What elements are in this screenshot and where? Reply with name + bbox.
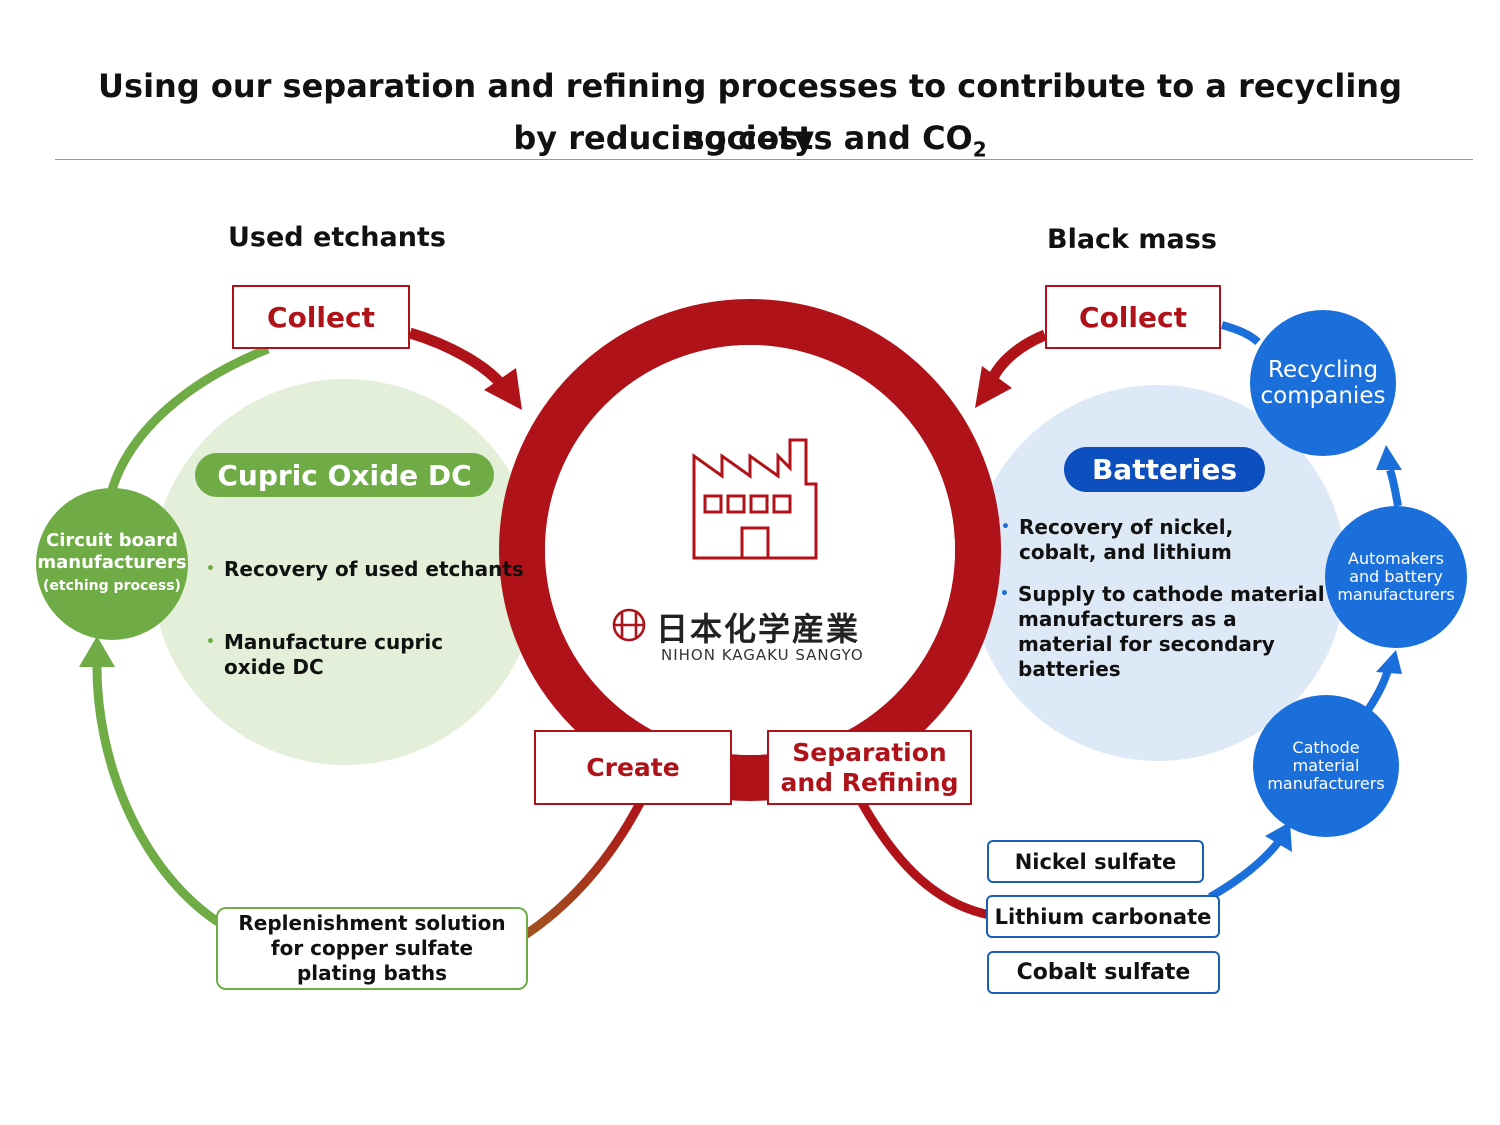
right-bullet-1-line-2: cobalt, and lithium: [1019, 540, 1232, 564]
page-title-line-1: Using our separation and refining proces…: [98, 67, 1402, 157]
left-bullet-2-line-2: oxide DC: [224, 655, 324, 679]
cathode-node-line-1: Cathode: [1292, 738, 1360, 757]
replenishment-line-1: Replenishment solution: [238, 911, 506, 935]
right-bullet-2-line-1: Supply to cathode material: [1018, 582, 1325, 606]
cathode-material-node: Cathode material manufacturers: [1253, 695, 1399, 837]
cobalt-sulfate-box: Cobalt sulfate: [987, 951, 1220, 994]
page-title-line-2: by reducing costs and CO2: [40, 112, 1460, 175]
automakers-node-line-3: manufacturers: [1337, 585, 1455, 604]
factory-icon: [692, 438, 818, 560]
blue-arrowhead-1: [1265, 822, 1292, 852]
company-logo-en: NIHON KAGAKU SANGYO: [661, 646, 864, 664]
blue-arrow-recycling-to-collect: [1220, 321, 1261, 346]
right-collect-arrowhead: [975, 366, 1012, 408]
green-arrowhead-up: [79, 636, 115, 667]
cathode-node-line-2: material: [1292, 756, 1360, 775]
nks-logo-mark: [612, 608, 646, 642]
company-logo-jp: 日本化学産業: [656, 610, 861, 648]
right-collect-arrow-path: [986, 329, 1048, 383]
heading-black-mass: Black mass: [1047, 224, 1217, 255]
center-red-ring: [499, 299, 1001, 801]
separation-refining-box: Separation and Refining: [767, 730, 972, 805]
separation-line-2: and Refining: [780, 767, 959, 797]
right-bullet-2-line-2: manufacturers as a: [1018, 607, 1237, 631]
green-loop-bottom-arrow-path: [92, 659, 221, 926]
title-divider: [55, 159, 1473, 160]
blue-arrow-automakers-to-recycling: [1386, 468, 1402, 507]
blue-arrow-outputs-to-cathode: [1208, 837, 1284, 901]
create-arrow-path: [522, 800, 644, 939]
right-bullet-2: • Supply to cathode material manufacture…: [1000, 582, 1325, 682]
right-bullet-2-line-3: material for secondary: [1018, 632, 1275, 656]
circuit-node-line-1: Circuit board: [46, 530, 178, 551]
recycling-node-line-1: Recycling: [1268, 357, 1378, 383]
circuit-node-line-3: (etching process): [43, 578, 181, 594]
create-box: Create: [534, 730, 732, 805]
recycling-companies-node: Recycling companies: [1250, 310, 1396, 456]
nickel-sulfate-box: Nickel sulfate: [987, 840, 1204, 883]
page-title-subscript: 2: [972, 137, 987, 162]
page-title-text: by reducing costs and CO: [513, 119, 973, 157]
green-loop-top-arrow-path: [107, 344, 270, 492]
left-bullet-1-text: Recovery of used etchants: [224, 557, 524, 581]
bullet-dot-icon: •: [1001, 519, 1010, 535]
circuit-board-manufacturers-node: Circuit board manufacturers (etching pro…: [36, 488, 188, 640]
blue-arrowhead-3: [1376, 445, 1402, 470]
left-collect-arrow-path: [408, 327, 507, 389]
recycling-node-line-2: companies: [1260, 383, 1386, 409]
replenishment-line-2: for copper sulfate: [270, 936, 474, 960]
blue-arrow-cathode-to-automakers: [1364, 668, 1392, 713]
center-white-core: [545, 345, 955, 755]
left-bullet-1: • Recovery of used etchants: [206, 557, 524, 582]
left-bullet-2-line-1: Manufacture cupric: [224, 630, 444, 654]
blue-arrowhead-2: [1376, 650, 1402, 674]
lithium-carbonate-box: Lithium carbonate: [986, 895, 1220, 938]
right-bullet-1: • Recovery of nickel, cobalt, and lithiu…: [1001, 515, 1234, 565]
bullet-dot-icon: •: [1000, 586, 1009, 602]
circuit-node-line-2: manufacturers: [37, 552, 187, 573]
bullet-dot-icon: •: [206, 634, 215, 650]
left-collect-arrowhead: [484, 368, 522, 410]
replenishment-line-3: plating baths: [296, 961, 448, 985]
batteries-pill: Batteries: [1064, 447, 1265, 492]
automakers-node-line-2: and battery: [1349, 567, 1443, 586]
bullet-dot-icon: •: [206, 561, 215, 577]
separation-line-1: Separation: [792, 737, 947, 767]
cathode-node-line-3: manufacturers: [1267, 774, 1385, 793]
right-bullet-1-line-1: Recovery of nickel,: [1019, 515, 1234, 539]
right-collect-box: Collect: [1045, 285, 1221, 349]
heading-used-etchants: Used etchants: [228, 222, 446, 253]
separation-arrow-path: [858, 800, 991, 920]
left-collect-box: Collect: [232, 285, 410, 349]
cupric-oxide-pill: Cupric Oxide DC: [195, 453, 494, 497]
left-bullet-2: • Manufacture cupric oxide DC: [206, 630, 444, 680]
replenishment-solution-box: Replenishment solution for copper sulfat…: [216, 907, 528, 990]
right-bullet-2-line-4: batteries: [1018, 657, 1121, 681]
automakers-node: Automakers and battery manufacturers: [1325, 506, 1467, 648]
automakers-node-line-1: Automakers: [1348, 549, 1444, 568]
